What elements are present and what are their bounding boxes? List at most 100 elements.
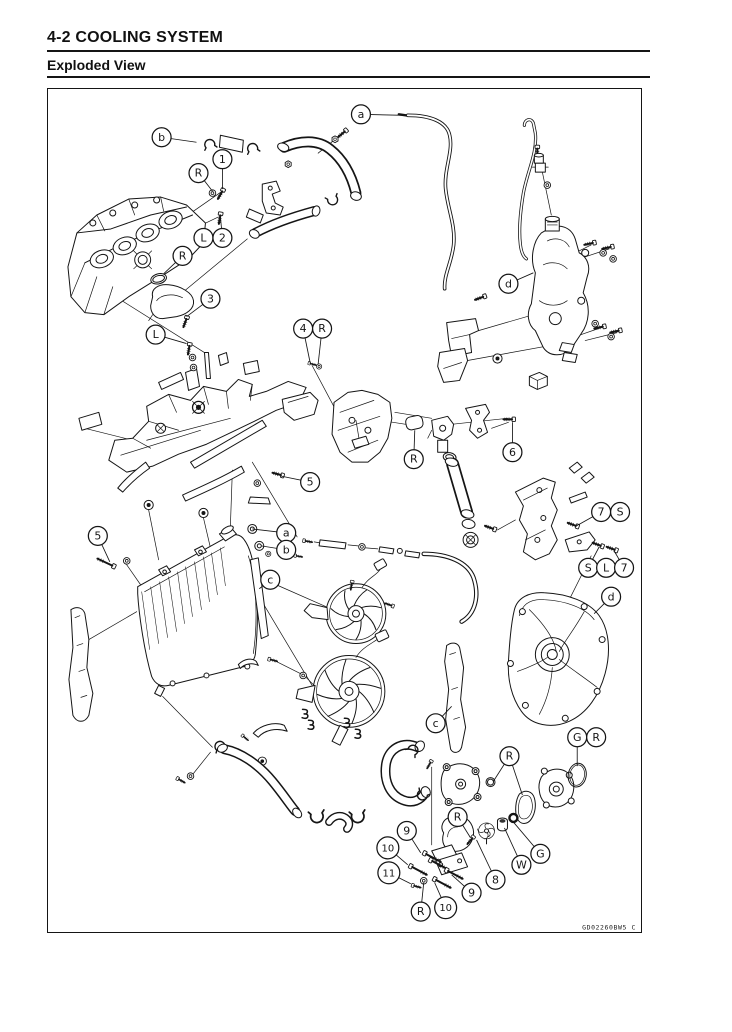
callout-7: 7 [591,501,612,523]
radiator-drawing [68,523,269,722]
svg-text:L: L [603,561,610,574]
svg-text:7: 7 [621,561,628,574]
svg-text:d: d [608,590,615,603]
air-guide-frame-drawing [78,341,323,519]
svg-text:5: 5 [307,476,314,489]
callout-L: L [193,227,214,249]
callout-R: R [499,746,520,767]
engine-block-drawing [331,389,393,463]
pipe-bracket-drawing [483,461,620,561]
callout-R: R [447,806,468,828]
callout-b: b [151,127,172,148]
svg-text:2: 2 [219,232,226,245]
side-deflector-drawing [68,607,94,722]
reserve-tank-drawing [437,215,624,390]
svg-text:10: 10 [439,903,452,914]
title-rule [47,50,650,52]
breather-hoses-drawing [397,113,552,303]
callout-c: c [260,569,281,590]
callout-R: R [586,727,607,748]
callout-5: 5 [300,472,321,493]
cooling-fan-lower-drawing [237,629,390,766]
subtitle-rule [47,76,650,78]
callout-6: 6 [502,442,523,463]
svg-text:c: c [433,717,439,730]
callout-c: c [425,713,446,734]
svg-text:3: 3 [207,292,214,305]
callout-d: d [601,586,622,607]
callout-5: 5 [87,525,108,547]
svg-text:R: R [454,811,462,824]
svg-text:5: 5 [94,530,101,543]
svg-text:R: R [506,750,514,763]
callout-8: 8 [485,869,506,890]
svg-text:b: b [158,131,165,144]
svg-text:R: R [318,322,326,335]
side-strip-drawing [444,642,467,753]
callout-S: S [609,501,631,523]
svg-text:L: L [200,232,207,245]
svg-text:S: S [617,506,624,519]
callout-b: b [276,539,297,560]
svg-text:R: R [410,453,418,466]
callout-L: L [145,324,166,345]
svg-text:6: 6 [509,446,516,459]
callout-S: S [578,557,599,578]
callout-9: 9 [461,882,482,903]
svg-text:R: R [179,249,187,262]
callout-L: L [596,557,617,578]
svg-text:R: R [195,167,203,180]
thermostat-assembly-drawing [405,403,517,548]
callout-R: R [188,163,209,184]
svg-text:8: 8 [492,873,499,886]
svg-text:9: 9 [468,886,475,899]
svg-text:1: 1 [219,153,226,166]
svg-text:a: a [283,527,290,540]
svg-text:c: c [267,573,273,586]
figure-code: GD02260BW5 C [582,924,636,932]
mechanical-seal-drawing [496,812,519,832]
exploded-view-svg: ab1RL2R3dL4RR655abc7SSL7dcGRRR91011R1098… [67,104,636,932]
svg-text:d: d [505,277,512,290]
svg-text:9: 9 [403,825,410,838]
svg-text:4: 4 [300,322,307,335]
upper-hose-assembly-drawing [180,126,362,329]
svg-text:S: S [585,561,592,574]
svg-text:W: W [516,858,527,871]
engine-cover-drawing [506,592,609,726]
callout-G: G [530,843,551,864]
callout-d: d [498,273,519,294]
svg-text:b: b [283,543,290,556]
callout-10: 10 [376,836,400,860]
svg-text:G: G [536,847,545,860]
callout-W: W [511,854,532,875]
callout-7: 7 [613,557,635,578]
svg-text:G: G [573,731,582,744]
callout-a: a [350,104,372,125]
callout-G: G [567,727,588,748]
radiator-outlet-hose-drawing [174,738,368,833]
svg-text:R: R [592,731,600,744]
svg-text:L: L [153,328,160,341]
svg-text:10: 10 [382,843,395,854]
impeller-drawing [477,822,495,845]
svg-text:a: a [358,108,365,121]
svg-text:11: 11 [383,868,396,879]
callout-2: 2 [212,227,233,249]
callout-4: 4 [293,318,314,339]
callout-10: 10 [434,896,458,920]
callout-11: 11 [377,861,401,885]
section-title: 4-2 COOLING SYSTEM [47,29,224,46]
callout-3: 3 [200,288,221,309]
callout-9: 9 [396,820,417,842]
water-pump-drawing [380,739,587,891]
svg-text:R: R [417,905,425,918]
cylinder-head-drawing [67,196,206,321]
overflow-pipe-drawing [265,537,479,624]
svg-text:7: 7 [598,506,605,519]
callout-R: R [311,318,333,339]
callout-R: R [172,245,193,266]
callout-a: a [276,522,297,544]
